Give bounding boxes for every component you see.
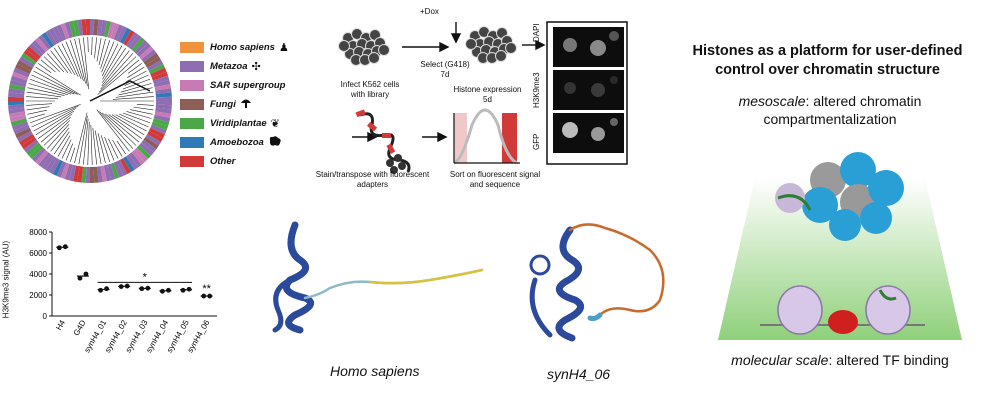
synh4-06-structure [529, 223, 665, 342]
chart-ylabel: H3K9me3 signal (AU) [1, 240, 11, 319]
chromatin-illustration [718, 152, 962, 340]
cell-cluster-icon [465, 26, 517, 64]
nucleosome-cluster-icon [775, 152, 904, 241]
data-point [139, 286, 145, 292]
data-point [77, 275, 83, 281]
synh4-06-label: synH4_06 [547, 366, 611, 382]
y-tick-label: 8000 [29, 228, 47, 237]
y-tick-label: 4000 [29, 270, 47, 279]
workflow-graphics [338, 21, 628, 174]
homo-sapiens-label: Homo sapiens [330, 363, 420, 379]
phylogenetic-tree [8, 19, 172, 183]
nucleosome-tf-icon [760, 285, 925, 335]
legend-item-metazoa: Metazoa ✣ [180, 59, 261, 73]
x-tick-label: G4D [72, 318, 88, 337]
molecular-caption: molecular scale: altered TF binding [731, 352, 949, 368]
legend-item-fungi: Fungi [180, 97, 252, 111]
plant-icon: ❦ [270, 117, 280, 130]
data-point [124, 283, 130, 289]
homo-sapiens-structure [272, 221, 484, 334]
legend-item-amoebozoa: Amoebozoa [180, 135, 282, 149]
channel-h3k9me3: H3K9me3 [532, 72, 541, 108]
data-point [180, 287, 186, 293]
legend-item-homo-sapiens: Homo sapiens ♟ [180, 40, 289, 54]
animals-icon: ✣ [251, 60, 261, 73]
channel-gfp: GFP [532, 133, 541, 150]
select-label: Select (G418)7d [420, 60, 470, 79]
person-icon: ♟ [278, 41, 289, 54]
mushroom-icon [240, 97, 252, 112]
legend-item-sar: SAR supergroup [180, 78, 285, 92]
significance-label: * [143, 271, 148, 283]
legend-item-other: Other [180, 154, 235, 168]
amoeba-icon [268, 135, 282, 150]
data-point [166, 287, 171, 293]
y-tick-label: 2000 [29, 291, 47, 300]
microscopy-images [553, 27, 624, 153]
data-point [186, 286, 192, 292]
data-point [160, 288, 165, 294]
sort-histogram [453, 108, 520, 165]
data-point [201, 293, 207, 299]
cell-cluster-icon [338, 28, 390, 66]
significance-label: ** [202, 283, 211, 295]
channel-dapi: DAPI [532, 23, 541, 42]
data-point [62, 244, 68, 250]
data-point [104, 286, 109, 292]
data-point [83, 271, 89, 277]
data-point [118, 284, 124, 289]
dox-label: +Dox [420, 7, 439, 16]
data-point [98, 287, 103, 293]
y-tick-label: 0 [43, 312, 48, 321]
dna-adapter-icon [355, 109, 411, 174]
y-tick-label: 6000 [29, 249, 47, 258]
data-point [56, 245, 62, 251]
data-point [207, 293, 213, 299]
legend-item-viridiplantae: Viridiplantae ❦ [180, 116, 280, 130]
x-tick-label: H4 [54, 318, 67, 332]
data-point [145, 285, 151, 291]
mesoscale-caption: mesoscale: altered chromatin compartment… [738, 93, 922, 127]
